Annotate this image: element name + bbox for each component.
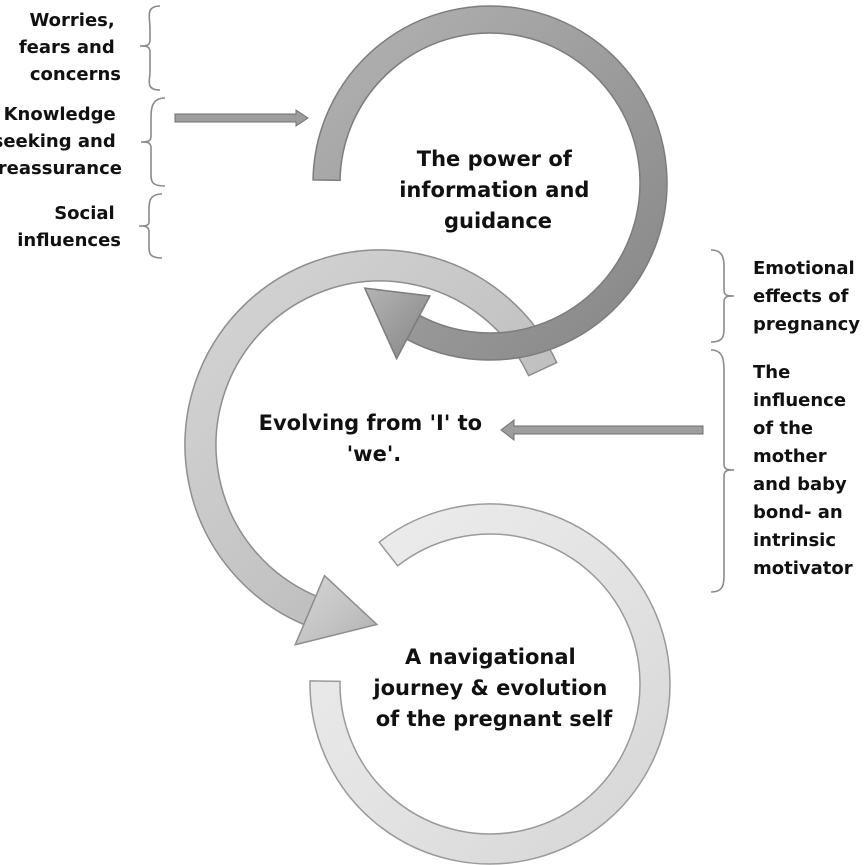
ring-bottom <box>309 503 671 865</box>
stage-evolving: Evolving from 'I' to 'we'. <box>259 411 490 466</box>
connector-arrows <box>174 109 704 442</box>
stage-information: The power of information and guidance <box>399 147 597 233</box>
ring-middle <box>184 249 558 646</box>
right-theme-braces <box>710 249 735 593</box>
brace-social <box>138 193 163 259</box>
brace-emotional <box>710 249 735 343</box>
brace-knowledge <box>140 97 166 187</box>
brace-worries <box>139 5 161 91</box>
arrow-to-evolving-ring <box>500 418 704 442</box>
arrow-to-information-ring <box>174 109 309 127</box>
left-theme-braces <box>138 5 166 259</box>
ring-top <box>312 5 668 361</box>
left-theme-social: Social influences <box>17 203 121 251</box>
left-theme-worries: Worries, fears and concerns <box>19 10 121 85</box>
left-theme-knowledge: Knowledge seeking and reassurance <box>0 104 122 179</box>
ring-middle-arrowhead <box>293 574 379 646</box>
ring-top-shape <box>312 5 668 361</box>
stage-navigational-journey: A navigational journey & evolution of th… <box>372 645 614 731</box>
right-theme-emotional: Emotional effects of pregnancy <box>753 258 861 335</box>
ring-top-arrowhead <box>363 287 432 361</box>
brace-bond <box>710 349 735 593</box>
ring-middle-shape <box>184 249 558 626</box>
ring-bottom-shape <box>309 503 671 865</box>
right-theme-bond: The influence of the mother and baby bon… <box>753 362 853 579</box>
